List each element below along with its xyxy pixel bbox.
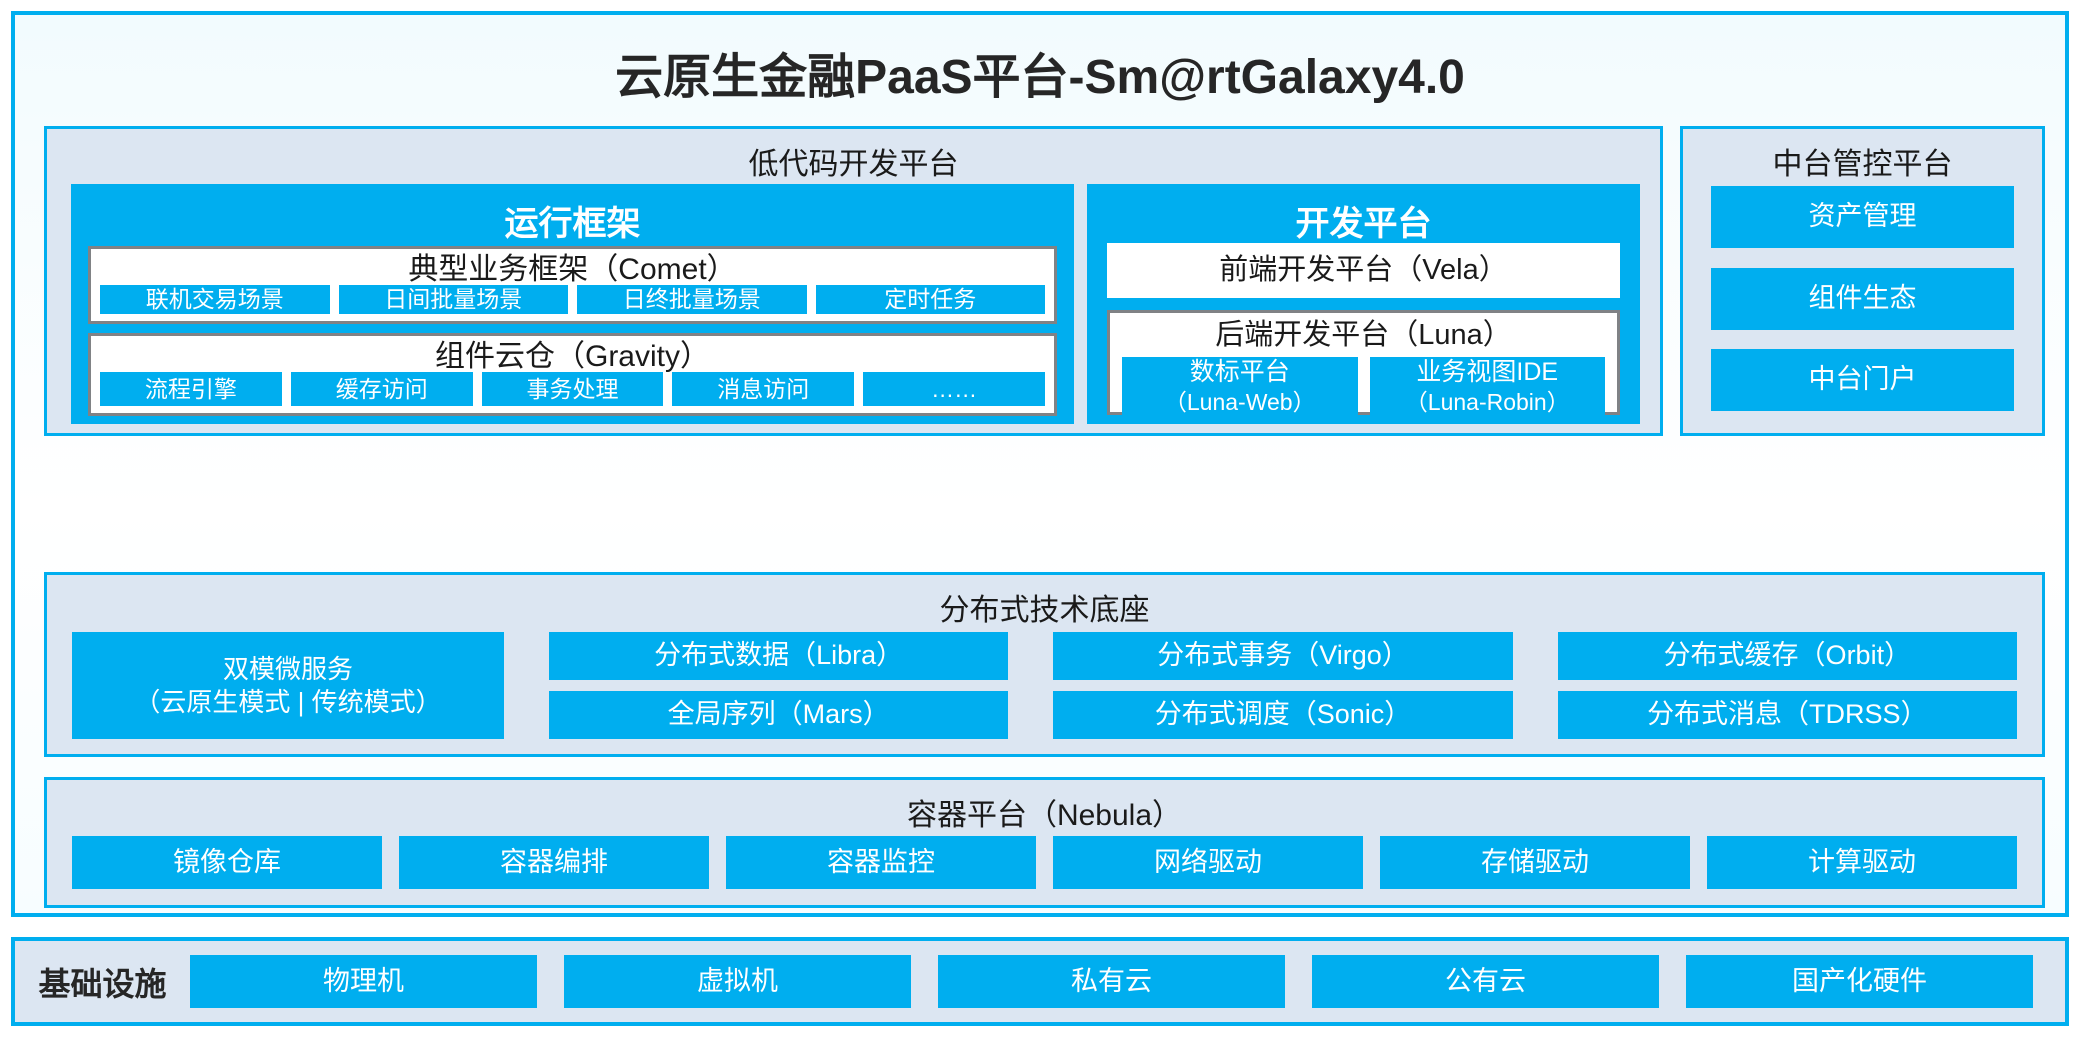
luna-robin-name: 业务视图IDE bbox=[1416, 358, 1559, 386]
luna-web-code: （Luna-Web） bbox=[1163, 389, 1316, 416]
infrastructure-panel: 基础设施 物理机 虚拟机 私有云 公有云 国产化硬件 bbox=[11, 937, 2069, 1026]
dual-mode-name: 双模微服务 bbox=[222, 654, 353, 684]
comet-tile-intraday-batch[interactable]: 日间批量场景 bbox=[338, 285, 568, 314]
midoffice-tile-asset-management[interactable]: 资产管理 bbox=[1711, 186, 2014, 248]
midoffice-control-platform-panel: 中台管控平台 资产管理 组件生态 中台门户 bbox=[1680, 126, 2045, 436]
dual-mode-modes: （云原生模式 | 传统模式） bbox=[134, 686, 442, 717]
foundation-column-1: 分布式数据（Libra） 全局序列（Mars） bbox=[549, 632, 1009, 739]
foundation-tile-distributed-data-libra[interactable]: 分布式数据（Libra） bbox=[549, 632, 1009, 680]
runtime-framework-block: 运行框架 典型业务框架（Comet） 联机交易场景 日间批量场景 日终批量场景 … bbox=[71, 184, 1074, 424]
gravity-tile-transaction-processing[interactable]: 事务处理 bbox=[481, 372, 664, 406]
vela-title: 前端开发平台（Vela） bbox=[1219, 254, 1508, 286]
gravity-tile-message-access[interactable]: 消息访问 bbox=[672, 372, 855, 406]
infra-tile-virtual-machine[interactable]: 虚拟机 bbox=[564, 955, 911, 1008]
development-platform-block: 开发平台 前端开发平台（Vela） 后端开发平台（Luna） 数标平台 （Lun… bbox=[1087, 184, 1640, 424]
gravity-tile-cache-access[interactable]: 缓存访问 bbox=[290, 372, 473, 406]
luna-tile-business-view-ide[interactable]: 业务视图IDE （Luna-Robin） bbox=[1369, 357, 1605, 417]
container-tile-orchestration[interactable]: 容器编排 bbox=[399, 836, 709, 889]
container-tile-network-driver[interactable]: 网络驱动 bbox=[1053, 836, 1363, 889]
lowcode-platform-title: 低代码开发平台 bbox=[748, 148, 959, 181]
gravity-tile-more-ellipsis[interactable]: …… bbox=[863, 372, 1045, 406]
platform-architecture-frame: 云原生金融PaaS平台-Sm@rtGalaxy4.0 低代码开发平台 运行框架 … bbox=[11, 11, 2069, 917]
midoffice-tile-component-ecosystem[interactable]: 组件生态 bbox=[1711, 267, 2014, 330]
distributed-foundation-title: 分布式技术底座 bbox=[939, 594, 1150, 627]
infrastructure-label: 基础设施 bbox=[38, 965, 167, 1002]
container-tile-monitoring[interactable]: 容器监控 bbox=[726, 836, 1036, 889]
distributed-foundation-body: 双模微服务 （云原生模式 | 传统模式） 分布式数据（Libra） 全局序列（M… bbox=[72, 632, 2017, 739]
distributed-foundation-panel: 分布式技术底座 双模微服务 （云原生模式 | 传统模式） 分布式数据（Libra… bbox=[44, 572, 2045, 757]
infra-tile-physical-machine[interactable]: 物理机 bbox=[190, 955, 537, 1008]
comet-tile-online-transaction[interactable]: 联机交易场景 bbox=[100, 285, 330, 314]
foundation-tile-distributed-cache-orbit[interactable]: 分布式缓存（Orbit） bbox=[1557, 632, 2017, 680]
luna-backend-platform-box: 后端开发平台（Luna） 数标平台 （Luna-Web） 业务视图IDE （Lu… bbox=[1107, 310, 1620, 417]
midoffice-tile-column: 资产管理 组件生态 中台门户 bbox=[1711, 186, 2014, 411]
runtime-framework-title: 运行框架 bbox=[504, 205, 641, 243]
foundation-tile-distributed-transaction-virgo[interactable]: 分布式事务（Virgo） bbox=[1053, 632, 1513, 680]
midoffice-tile-portal[interactable]: 中台门户 bbox=[1711, 349, 2014, 411]
container-tile-image-registry[interactable]: 镜像仓库 bbox=[72, 836, 382, 889]
comet-tile-eod-batch[interactable]: 日终批量场景 bbox=[577, 285, 807, 314]
luna-tile-row: 数标平台 （Luna-Web） 业务视图IDE （Luna-Robin） bbox=[1110, 350, 1617, 426]
lowcode-platform-panel: 低代码开发平台 运行框架 典型业务框架（Comet） 联机交易场景 日间批量场景… bbox=[44, 126, 1663, 436]
vela-frontend-platform-box[interactable]: 前端开发平台（Vela） bbox=[1107, 243, 1620, 298]
comet-tile-row: 联机交易场景 日间批量场景 日终批量场景 定时任务 bbox=[91, 285, 1054, 321]
comet-title: 典型业务框架（Comet） bbox=[408, 253, 737, 286]
luna-tile-data-standard-platform[interactable]: 数标平台 （Luna-Web） bbox=[1122, 357, 1358, 417]
foundation-tile-global-sequence-mars[interactable]: 全局序列（Mars） bbox=[549, 691, 1009, 739]
infra-tile-public-cloud[interactable]: 公有云 bbox=[1312, 955, 1659, 1008]
container-platform-title: 容器平台（Nebula） bbox=[906, 799, 1183, 832]
comet-business-framework-box: 典型业务框架（Comet） 联机交易场景 日间批量场景 日终批量场景 定时任务 bbox=[88, 246, 1057, 324]
page-title: 云原生金融PaaS平台-Sm@rtGalaxy4.0 bbox=[615, 51, 1465, 104]
foundation-column-2: 分布式事务（Virgo） 分布式调度（Sonic） bbox=[1053, 632, 1513, 739]
infra-tile-domestic-hardware[interactable]: 国产化硬件 bbox=[1686, 955, 2033, 1008]
comet-tile-scheduled-task[interactable]: 定时任务 bbox=[815, 285, 1045, 314]
luna-robin-code: （Luna-Robin） bbox=[1404, 389, 1570, 416]
container-tile-storage-driver[interactable]: 存储驱动 bbox=[1380, 836, 1690, 889]
foundation-column-3: 分布式缓存（Orbit） 分布式消息（TDRSS） bbox=[1557, 632, 2017, 739]
gravity-tile-process-engine[interactable]: 流程引擎 bbox=[100, 372, 282, 406]
gravity-title: 组件云仓（Gravity） bbox=[434, 340, 710, 373]
midoffice-platform-title: 中台管控平台 bbox=[1772, 148, 1953, 181]
foundation-tile-distributed-message-tdrss[interactable]: 分布式消息（TDRSS） bbox=[1557, 691, 2017, 739]
container-tile-row: 镜像仓库 容器编排 容器监控 网络驱动 存储驱动 计算驱动 bbox=[72, 836, 2017, 889]
infrastructure-tile-row: 物理机 虚拟机 私有云 公有云 国产化硬件 bbox=[190, 955, 2065, 1008]
foundation-tile-dual-mode-microservice[interactable]: 双模微服务 （云原生模式 | 传统模式） bbox=[72, 632, 504, 739]
gravity-component-repo-box: 组件云仓（Gravity） 流程引擎 缓存访问 事务处理 消息访问 …… bbox=[88, 333, 1057, 416]
container-tile-compute-driver[interactable]: 计算驱动 bbox=[1707, 836, 2017, 889]
luna-web-name: 数标平台 bbox=[1189, 358, 1290, 386]
luna-title: 后端开发平台（Luna） bbox=[1215, 319, 1512, 351]
foundation-tile-distributed-scheduling-sonic[interactable]: 分布式调度（Sonic） bbox=[1053, 691, 1513, 739]
development-platform-title: 开发平台 bbox=[1295, 205, 1432, 243]
infra-tile-private-cloud[interactable]: 私有云 bbox=[938, 955, 1285, 1008]
container-platform-panel: 容器平台（Nebula） 镜像仓库 容器编排 容器监控 网络驱动 存储驱动 计算… bbox=[44, 777, 2045, 908]
gravity-tile-row: 流程引擎 缓存访问 事务处理 消息访问 …… bbox=[91, 372, 1054, 413]
